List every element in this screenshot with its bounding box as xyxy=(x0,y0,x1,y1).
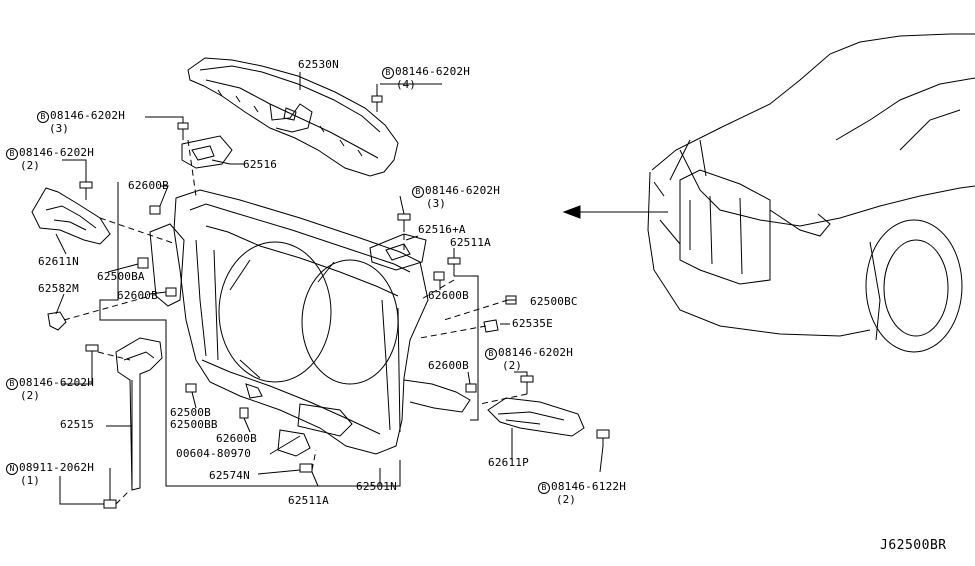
bolt-icon-top-right xyxy=(371,95,383,112)
bolt-marker-icon: B xyxy=(6,378,18,390)
label-62535E: 62535E xyxy=(512,317,553,330)
label-62600B-c: 62600B xyxy=(428,289,469,302)
bolt-icon-62511A-bottom xyxy=(299,463,313,473)
leader-lines xyxy=(55,72,604,505)
clip-62600B-c xyxy=(433,271,445,281)
bracket-62516A xyxy=(369,233,427,271)
bolt-icon-right xyxy=(520,375,534,394)
bolt-marker-icon: B xyxy=(485,348,497,360)
qty-bolt-bottom-right: (2) xyxy=(556,493,576,506)
vehicle-front-illustration xyxy=(647,33,975,353)
label-62516: 62516 xyxy=(243,158,278,171)
clip-62500B xyxy=(185,383,197,393)
bolt-marker-icon: B xyxy=(6,148,18,160)
qty-bolt-left1: (3) xyxy=(49,122,69,135)
clip-62582M xyxy=(47,311,67,331)
bolt-marker-icon: B xyxy=(412,186,424,198)
top-cover-62530N xyxy=(187,57,399,177)
bolt-marker-icon: B xyxy=(382,67,394,79)
bolt-marker-icon: B xyxy=(37,111,49,123)
qty-bolt-right: (2) xyxy=(502,359,522,372)
direction-arrow-icon xyxy=(562,205,668,219)
label-62600B-d: 62600B xyxy=(428,359,469,372)
label-62500BB: 62500BB xyxy=(170,418,218,431)
bolt-icon-left1 xyxy=(177,122,189,140)
label-62500BC: 62500BC xyxy=(530,295,578,308)
bracket-62611N xyxy=(31,187,111,245)
bolt-icon-mid xyxy=(397,213,411,232)
label-62611N: 62611N xyxy=(38,255,79,268)
nut-marker-icon: N xyxy=(6,463,18,475)
label-62611P: 62611P xyxy=(488,456,529,469)
qty-bolt-left2: (2) xyxy=(20,159,40,172)
label-62600B-e: 62600B xyxy=(216,432,257,445)
bracket-62611P xyxy=(487,397,585,437)
bracket-62516 xyxy=(181,135,233,169)
label-62500BA: 62500BA xyxy=(97,270,145,283)
label-62530N: 62530N xyxy=(298,58,339,71)
clip-62600B-b xyxy=(165,287,177,297)
radiator-core-support-62501N xyxy=(149,189,471,457)
label-62515: 62515 xyxy=(60,418,95,431)
label-62511A-bottom: 62511A xyxy=(288,494,329,507)
qty-bolt-lower-left: (2) xyxy=(20,389,40,402)
label-00604-80970: 00604-80970 xyxy=(176,447,252,460)
label-62511A-top: 62511A xyxy=(450,236,491,249)
nut-icon-left xyxy=(103,499,117,509)
label-62516A: 62516+A xyxy=(418,223,466,236)
clip-62500BC xyxy=(505,295,517,305)
bolt-icon-bottom-right xyxy=(596,429,610,446)
bolt-icon-lower-left xyxy=(85,344,99,360)
clip-62600B-a xyxy=(149,205,161,215)
diagram-code: J62500BR xyxy=(880,538,947,553)
clip-62535E xyxy=(483,319,499,333)
label-62600B-b: 62600B xyxy=(117,289,158,302)
label-62600B-a: 62600B xyxy=(128,179,169,192)
label-62574N: 62574N xyxy=(209,469,250,482)
hood-lock-stay-62515 xyxy=(115,337,163,491)
bolt-icon-left2 xyxy=(79,181,93,200)
label-62582M: 62582M xyxy=(38,282,79,295)
clip-62600B-d xyxy=(465,383,477,393)
label-62500B: 62500B xyxy=(170,406,211,419)
qty-nut-left: (1) xyxy=(20,474,40,487)
clip-62600B-e xyxy=(239,407,249,419)
clip-62500BA xyxy=(137,257,149,269)
bolt-marker-icon: B xyxy=(538,482,550,494)
bolt-icon-62511A-top xyxy=(447,257,461,276)
qty-bolt-top-right: (4) xyxy=(396,78,416,91)
qty-bolt-mid: (3) xyxy=(426,197,446,210)
label-62501N: 62501N xyxy=(356,480,397,493)
